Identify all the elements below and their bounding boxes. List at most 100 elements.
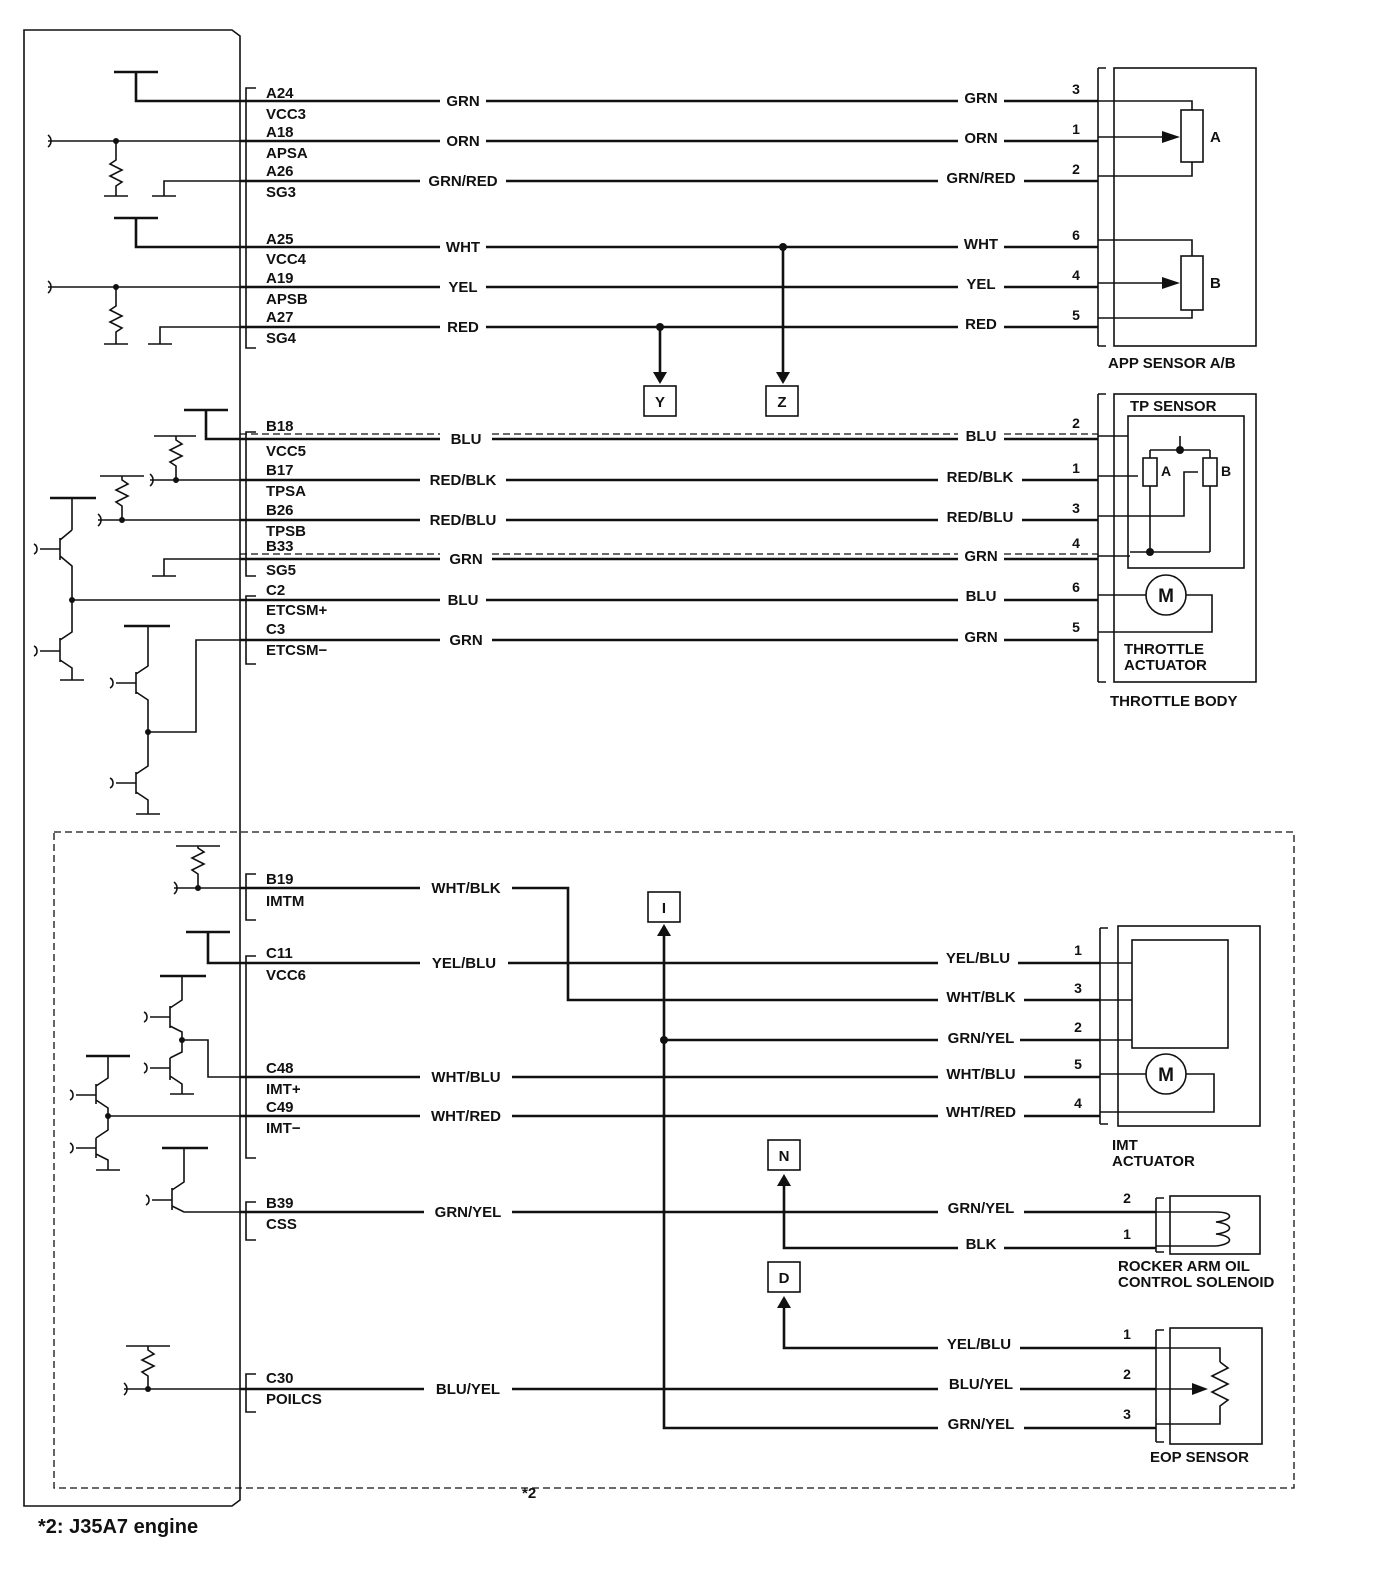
wire-color: GRN/RED <box>946 170 1015 187</box>
pin-number: 5 <box>1074 1056 1082 1072</box>
wire-color: GRN/YEL <box>435 1204 502 1221</box>
imt-actuator: M IMT ACTUATOR <box>1099 925 1261 1170</box>
wire-color: ORN <box>964 130 997 147</box>
terminal-pin: A27 <box>266 309 294 326</box>
app-sensor-a-label: A <box>1210 129 1221 146</box>
wire-color: GRN <box>964 548 997 565</box>
terminal-pin: B33 <box>266 538 294 555</box>
terminal-signal: TPSB <box>266 523 306 540</box>
terminal-pin: C2 <box>266 582 285 599</box>
app-sensor-b-label: B <box>1210 275 1221 292</box>
pin-number: 2 <box>1074 1019 1082 1035</box>
rocker-arm-label: ROCKER ARM OIL <box>1118 1258 1250 1275</box>
wire-color: GRN <box>964 90 997 107</box>
pin-number: 4 <box>1072 535 1080 551</box>
pin-number: 1 <box>1074 942 1082 958</box>
connector-z: Z <box>777 394 786 411</box>
wire-color: YEL/BLU <box>947 1336 1011 1353</box>
connector-n: N <box>779 1148 790 1165</box>
terminal-pin: A19 <box>266 270 294 287</box>
app-sensor: A B APP SENSOR A/B <box>1097 67 1257 372</box>
wire-color: GRN/RED <box>428 173 497 190</box>
throttle-actuator-label: THROTTLE <box>1124 641 1204 658</box>
rocker-arm-label: CONTROL SOLENOID <box>1118 1274 1275 1291</box>
terminal-signal: VCC5 <box>266 443 306 460</box>
pin-number: 3 <box>1074 980 1082 996</box>
terminal-pin: C49 <box>266 1099 294 1116</box>
wire-color: GRN <box>449 551 482 568</box>
terminal-pin: C11 <box>266 945 293 962</box>
wire-far-labels: GRN ORN GRN/RED WHT YEL RED BLU RED/BLK … <box>946 90 1016 1433</box>
wire-color: YEL <box>966 276 995 293</box>
footnote-mark: *2 <box>522 1485 536 1502</box>
wire-color: WHT/BLK <box>946 989 1015 1006</box>
terminal-signal: ETCSM− <box>266 642 328 659</box>
wire-color: GRN <box>446 93 479 110</box>
terminal-pin: C48 <box>266 1060 294 1077</box>
terminal-pin: C3 <box>266 621 285 638</box>
terminal-pin: A18 <box>266 124 294 141</box>
imt-actuator-label: IMT <box>1112 1137 1138 1154</box>
connector-d: D <box>779 1270 790 1287</box>
pin-number: 4 <box>1074 1095 1082 1111</box>
pin-number: 2 <box>1123 1366 1131 1382</box>
wire-color: RED/BLK <box>430 472 497 489</box>
tp-sensor-b-label: B <box>1221 463 1231 479</box>
ecm-internals <box>33 70 240 1396</box>
terminal-signal: VCC4 <box>266 251 307 268</box>
wire-color: BLU <box>966 588 997 605</box>
terminal-signal: SG4 <box>266 330 297 347</box>
ecm-terminal-labels: A24 VCC3 A18 APSA A26 SG3 A25 VCC4 A19 A… <box>266 85 328 1408</box>
wire-color: BLK <box>966 1236 997 1253</box>
throttle-motor-symbol: M <box>1158 586 1174 607</box>
wire-color: RED <box>447 319 479 336</box>
terminal-signal: APSA <box>266 145 308 162</box>
throttle-body-title: THROTTLE BODY <box>1110 693 1238 710</box>
main-wires <box>240 99 1156 1430</box>
pin-number: 1 <box>1072 121 1080 137</box>
eop-sensor-label: EOP SENSOR <box>1150 1449 1249 1466</box>
wire-color: YEL/BLU <box>946 950 1010 967</box>
wire-color: ORN <box>446 133 479 150</box>
imt-motor-symbol: M <box>1158 1065 1174 1086</box>
terminal-pin: A25 <box>266 231 294 248</box>
wire-color: BLU/YEL <box>949 1376 1013 1393</box>
terminal-pin: A24 <box>266 85 294 102</box>
wire-color: WHT <box>446 239 480 256</box>
pin-number: 6 <box>1072 579 1080 595</box>
pin-number: 1 <box>1072 460 1080 476</box>
terminal-signal: SG3 <box>266 184 296 201</box>
wire-color: WHT/RED <box>431 1108 501 1125</box>
wire-color: GRN <box>449 632 482 649</box>
terminal-signal: VCC6 <box>266 967 306 984</box>
terminal-signal: SG5 <box>266 562 296 579</box>
pin-number: 3 <box>1072 500 1080 516</box>
terminal-pin: B19 <box>266 871 294 888</box>
j35a7-region <box>53 831 1295 1489</box>
wire-color: GRN/YEL <box>948 1030 1015 1047</box>
terminal-brackets <box>245 87 256 1413</box>
wire-color: GRN <box>964 629 997 646</box>
wire-color: WHT/BLK <box>431 880 500 897</box>
wire-color: WHT/RED <box>946 1104 1016 1121</box>
wire-color: YEL <box>448 279 477 296</box>
tp-sensor-title: TP SENSOR <box>1130 398 1217 415</box>
wire-color: RED/BLU <box>430 512 497 529</box>
terminal-signal: VCC3 <box>266 106 306 123</box>
connector-i: I <box>662 900 666 917</box>
wire-color: RED <box>965 316 997 333</box>
terminal-pin: A26 <box>266 163 294 180</box>
wire-color: BLU <box>451 431 482 448</box>
pin-number: 2 <box>1072 161 1080 177</box>
pin-number: 5 <box>1072 307 1080 323</box>
terminal-signal: POILCS <box>266 1391 322 1408</box>
wire-color: YEL/BLU <box>432 955 496 972</box>
component-pins: 3 1 2 6 4 5 2 1 3 4 6 5 3 1 5 4 2 2 2 1 … <box>1072 81 1131 1422</box>
wire-color: BLU <box>448 592 479 609</box>
terminal-signal: APSB <box>266 291 308 308</box>
pin-number: 3 <box>1123 1406 1131 1422</box>
wire-color: RED/BLU <box>947 509 1014 526</box>
eop-sensor: EOP SENSOR <box>1150 1327 1263 1466</box>
terminal-pin: B26 <box>266 502 294 519</box>
